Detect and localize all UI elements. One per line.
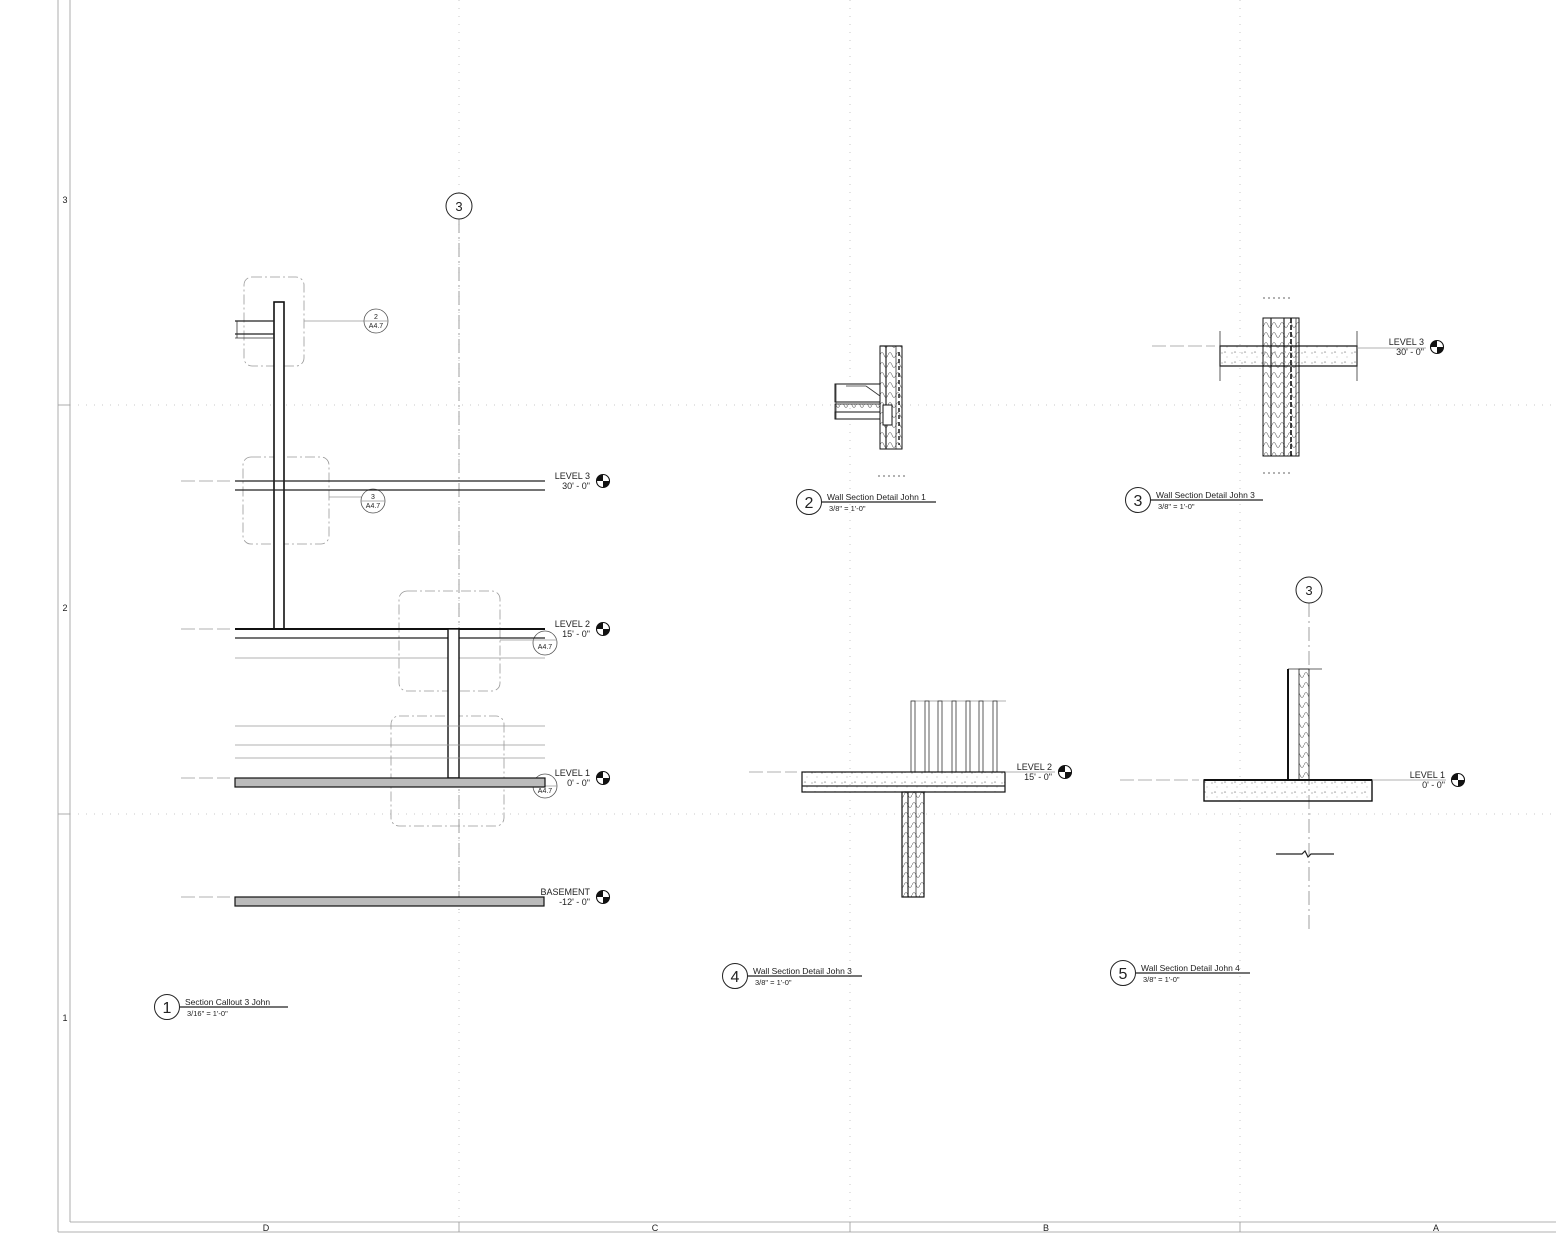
basement-head-icon[interactable] [595, 889, 611, 905]
view-3-title: Wall Section Detail John 3 [1156, 490, 1255, 500]
view-2-number-bubble [796, 489, 822, 515]
wall-tall [273, 301, 285, 630]
view-4-scale: 3/8" = 1'-0" [755, 978, 792, 987]
basement-name: BASEMENT [540, 887, 590, 897]
level3-name: LEVEL 3 [555, 471, 590, 481]
view-4-joists [910, 700, 998, 773]
view-4-level2-head-icon[interactable] [1057, 764, 1073, 780]
callout-tag-2-detail: 2 [374, 314, 378, 321]
zone-label-b: B [1043, 1223, 1049, 1233]
sheet-border [57, 0, 1556, 1233]
view-1-number-bubble [154, 994, 180, 1020]
view-2-detail[interactable]: 2 Wall Section Detail John 1 3/8" = 1'-0… [796, 345, 937, 515]
callout-tag-3-detail: 3 [371, 494, 375, 501]
view-1-title: Section Callout 3 John [185, 997, 270, 1007]
level2-elev: 15' - 0" [562, 629, 590, 639]
view-4-number-bubble [722, 963, 748, 989]
view-4-title: Wall Section Detail John 3 [753, 966, 852, 976]
view-5-level-name: LEVEL 1 [1410, 770, 1445, 780]
zone-label-c: C [652, 1223, 659, 1233]
view-5-level-elev: 0' - 0" [1422, 780, 1445, 790]
view-5-grid-bubble-label: 3 [1305, 583, 1312, 598]
view-1-section[interactable]: 3 2 A4.7 3 A4.7 A4.7 A4.7 [154, 192, 611, 1020]
slab-basement [234, 896, 545, 907]
zone-guides [70, 0, 1556, 1222]
view-1-scale: 3/16" = 1'-0" [187, 1009, 228, 1018]
callout-tag-level1-sheet: A4.7 [538, 788, 553, 795]
zone-label-d: D [263, 1223, 270, 1233]
view-2-title: Wall Section Detail John 1 [827, 492, 926, 502]
view-4-number: 4 [731, 969, 740, 986]
zone-label-a: A [1433, 1223, 1439, 1233]
callout-tag-level2-sheet: A4.7 [538, 644, 553, 651]
level3-elev: 30' - 0" [562, 481, 590, 491]
grid-bubble-3[interactable] [445, 192, 473, 220]
view-1-number: 1 [163, 1000, 172, 1017]
view-2-scale: 3/8" = 1'-0" [829, 504, 866, 513]
level1-name: LEVEL 1 [555, 768, 590, 778]
level2-name: LEVEL 2 [555, 619, 590, 629]
level1-elev: 0' - 0" [567, 778, 590, 788]
view-5-slab [1203, 779, 1373, 802]
basement-elev: -12' - 0" [559, 897, 590, 907]
view-3-level3-head-icon[interactable] [1429, 339, 1445, 355]
view-5-grid-bubble[interactable] [1295, 576, 1323, 604]
view-3-level-name: LEVEL 3 [1389, 337, 1424, 347]
callout-tag-2-sheet: A4.7 [369, 323, 384, 330]
view-3-number: 3 [1134, 493, 1143, 510]
view-3-number-bubble [1125, 487, 1151, 513]
callout-tag-level2[interactable] [532, 630, 558, 656]
view-5-number: 5 [1119, 966, 1128, 983]
view-3-slab [1219, 345, 1358, 367]
zone-label-2: 2 [62, 603, 67, 613]
view-3-detail[interactable]: LEVEL 3 30' - 0" 3 Wall Section Detail J… [1125, 297, 1445, 513]
view-5-title: Wall Section Detail John 4 [1141, 963, 1240, 973]
grid-bubble-3-label: 3 [455, 199, 462, 214]
view-2-number: 2 [805, 495, 814, 512]
zone-label-3: 3 [62, 195, 67, 205]
view-3-scale: 3/8" = 1'-0" [1158, 502, 1195, 511]
view-5-number-bubble [1110, 960, 1136, 986]
view-5-scale: 3/8" = 1'-0" [1143, 975, 1180, 984]
callout-box-3[interactable] [242, 456, 330, 545]
view-5-detail[interactable]: 3 LEVEL 1 0' - 0" 5 Wall Section Detail … [1110, 576, 1466, 986]
level1-head-icon[interactable] [595, 770, 611, 786]
zone-label-1: 1 [62, 1013, 67, 1023]
view-3-level-elev: 30' - 0" [1396, 347, 1424, 357]
slab-level1 [234, 777, 546, 788]
column-lower [447, 628, 460, 779]
level2-head-icon[interactable] [595, 621, 611, 637]
view-4-slab [801, 771, 1006, 793]
callout-tag-3-sheet: A4.7 [366, 503, 381, 510]
view-4-detail[interactable]: LEVEL 2 15' - 0" 4 Wall Section Detail J… [722, 700, 1073, 989]
view-4-level-name: LEVEL 2 [1017, 762, 1052, 772]
view-5-level1-head-icon[interactable] [1450, 772, 1466, 788]
view-4-level-elev: 15' - 0" [1024, 772, 1052, 782]
level3-head-icon[interactable] [595, 473, 611, 489]
